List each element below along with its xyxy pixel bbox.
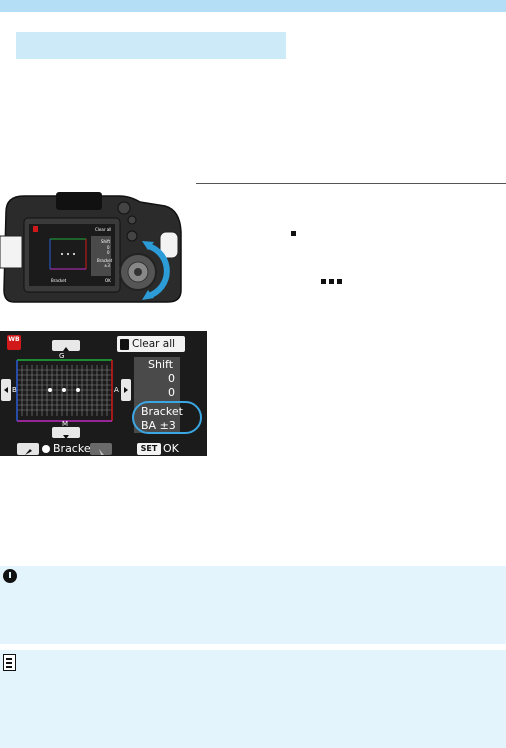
- bracket-point-center: [62, 388, 66, 392]
- bracket-small-value: ±3: [104, 263, 110, 268]
- ok-small: OK: [105, 278, 111, 283]
- clear-all-button[interactable]: Clear all: [117, 336, 185, 352]
- step-divider: [196, 183, 506, 184]
- clear-all-small: Clear all: [95, 227, 112, 232]
- bracket-point-a: [76, 388, 80, 392]
- memo-icon: [3, 654, 16, 671]
- left-arrow-button[interactable]: [1, 379, 11, 401]
- dial-secondary-icon: [99, 449, 104, 455]
- axis-label-b: B: [12, 386, 17, 394]
- ok-label: OK: [163, 442, 179, 455]
- camera-back-illustration: [0, 192, 184, 305]
- axis-label-m: M: [62, 420, 69, 428]
- dial-secondary-button[interactable]: [90, 443, 112, 455]
- clear-all-label: Clear all: [132, 338, 176, 350]
- down-arrow-icon: [63, 435, 69, 439]
- section-title-band: [16, 32, 286, 59]
- down-arrow-button[interactable]: [52, 427, 80, 439]
- shift-small-value-2: 0: [107, 250, 110, 255]
- right-arrow-icon: [124, 387, 128, 393]
- memo-note-box: [0, 650, 506, 748]
- shift-value-2: 0: [168, 386, 175, 399]
- axis-label-a: A: [114, 386, 119, 394]
- bottom-bracket-label: Bracket: [53, 442, 95, 455]
- shift-small-value-1: 0: [107, 245, 110, 250]
- wb-shift-grid: [16, 359, 113, 422]
- header-band: [0, 0, 506, 12]
- bracket-radio-icon: [42, 445, 50, 453]
- camera-screen-labels: Clear all Shift 0 0 Bracket ±3 Bracket O…: [0, 192, 184, 305]
- shift-small: Shift: [101, 239, 111, 244]
- up-arrow-icon: [63, 347, 69, 351]
- set-badge: SET: [137, 443, 161, 455]
- bracket-highlight-ring: [132, 401, 202, 434]
- bracket-set-button[interactable]: [17, 443, 39, 455]
- caution-note-box: [0, 566, 506, 644]
- step-marker-dots: [321, 279, 342, 284]
- bracket-bottom-small: Bracket: [51, 278, 67, 283]
- set-ok-button[interactable]: SET OK: [137, 442, 181, 456]
- shift-value-1: 0: [168, 372, 175, 385]
- marker-dot: [337, 279, 342, 284]
- shift-label: Shift: [148, 358, 174, 371]
- right-arrow-button[interactable]: [121, 379, 131, 401]
- left-arrow-icon: [4, 387, 8, 393]
- wb-bracket-lcd-screen: WB Clear all G B A M Shift 0 0 Bracket B…: [0, 331, 207, 456]
- up-arrow-button[interactable]: [52, 340, 80, 351]
- caution-icon: [3, 569, 17, 583]
- dial-icon: [25, 449, 32, 455]
- trash-icon: [120, 338, 129, 350]
- wb-icon: WB: [7, 335, 21, 350]
- bracket-small: Bracket: [97, 258, 113, 263]
- step-marker-square: [291, 231, 296, 236]
- axis-label-g: G: [59, 352, 65, 360]
- marker-dot: [321, 279, 326, 284]
- bracket-point-b: [48, 388, 52, 392]
- marker-dot: [329, 279, 334, 284]
